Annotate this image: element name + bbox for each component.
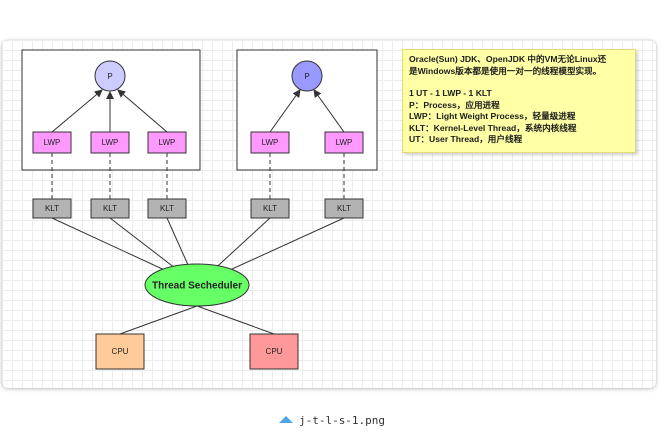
explanation-note: Oracle(Sun) JDK、OpenJDK 中的VM无论Linux还 是Wi… (402, 49, 636, 153)
process-node-2: P (291, 60, 323, 92)
note-line-3: 1 UT - 1 LWP - 1 KLT (409, 88, 492, 98)
lwp-label-3: LWP (159, 138, 176, 147)
note-line-2: 是Windows版本都是使用一对一的线程模型实现。 (409, 65, 602, 76)
thread-scheduler-node: Thread Secheduler (144, 263, 250, 307)
klt-node-4: KLT (250, 198, 290, 219)
note-line-4: P：Process，应用进程 (409, 99, 500, 110)
klt-node-2: KLT (90, 198, 130, 219)
process-label-1: P (107, 72, 112, 81)
lwp-node-3: LWP (147, 131, 187, 154)
lwp-node-1: LWP (32, 131, 72, 154)
note-line-5: LWP：Light Weight Process，轻量级进程 (409, 111, 576, 121)
edge-lwp4-p2 (269, 89, 301, 133)
note-line-1: Oracle(Sun) JDK、OpenJDK 中的VM无论Linux还 (409, 54, 607, 64)
note-line-6: KLT：Kernel-Level Thread，系统内核线程 (409, 122, 577, 133)
klt-node-1: KLT (32, 198, 72, 219)
lwp-node-2: LWP (90, 131, 130, 154)
klt-label-1: KLT (45, 204, 59, 213)
edge-lwp5-p2 (313, 89, 345, 133)
thread-model-diagram: P P LWP LWP LWP LWP LWP KLT (21, 49, 378, 370)
lwp-node-5: LWP (324, 131, 364, 154)
image-caption: j-t-l-s-1.png (0, 414, 664, 427)
edge-lwp3-p1 (117, 89, 168, 133)
process-node-1: P (94, 60, 126, 92)
klt-label-2: KLT (103, 204, 117, 213)
edge-scheduler-cpu1 (119, 305, 198, 335)
edge-lwp1-p1 (51, 89, 103, 133)
cpu-label-2: CPU (266, 347, 283, 356)
cpu-label-1: CPU (112, 347, 129, 356)
triangle-icon (278, 416, 293, 423)
diagram-card: P P LWP LWP LWP LWP LWP KLT (2, 40, 656, 388)
edge-scheduler-cpu2 (196, 305, 275, 335)
lwp-node-4: LWP (250, 131, 290, 154)
lwp-label-1: LWP (44, 138, 61, 147)
klt-label-5: KLT (337, 204, 351, 213)
cpu-node-2: CPU (249, 333, 299, 370)
klt-node-3: KLT (147, 198, 187, 219)
klt-label-4: KLT (263, 204, 277, 213)
caption-text: j-t-l-s-1.png (298, 414, 386, 427)
lwp-label-2: LWP (102, 138, 119, 147)
lwp-label-5: LWP (336, 138, 353, 147)
thread-scheduler-label: Thread Secheduler (152, 281, 242, 292)
process-label-2: P (304, 72, 309, 81)
klt-label-3: KLT (160, 204, 174, 213)
klt-node-5: KLT (324, 198, 364, 219)
lwp-label-4: LWP (262, 138, 279, 147)
cpu-node-1: CPU (95, 333, 145, 370)
note-line-7: UT：User Thread，用户线程 (409, 134, 523, 144)
